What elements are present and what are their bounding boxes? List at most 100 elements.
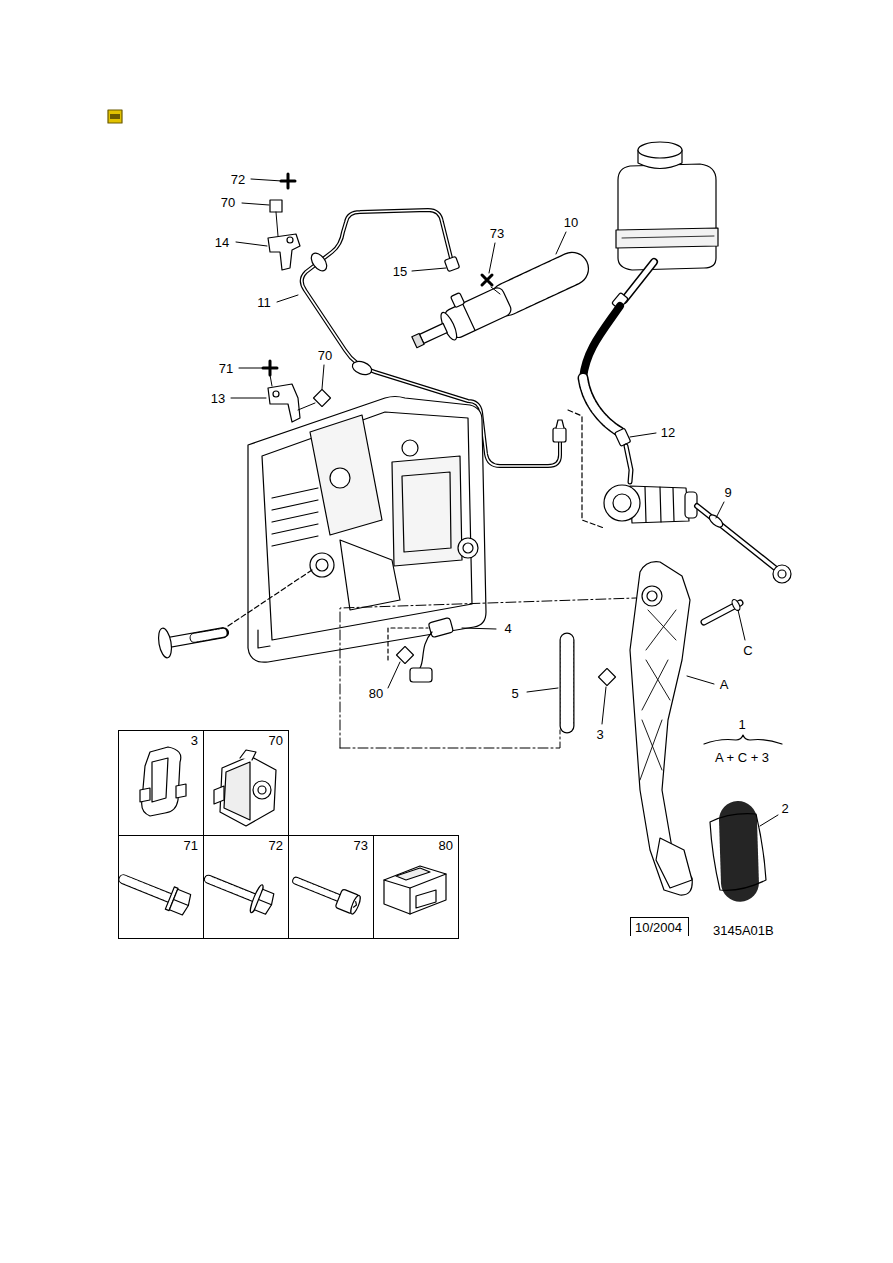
hydraulic-pipe <box>351 359 374 377</box>
callout-number: 1 <box>737 717 746 732</box>
clutch-pedal <box>630 562 692 895</box>
feed-hose <box>583 378 620 432</box>
feed-hose <box>626 446 631 482</box>
inset-bolt-72 <box>203 865 277 918</box>
master-cylinder <box>604 485 791 583</box>
pedal-box <box>248 397 486 663</box>
hydraulic-pipe <box>444 256 459 271</box>
master-cylinder <box>604 485 640 521</box>
leader-line <box>630 433 656 437</box>
pedal-box <box>402 440 418 456</box>
return-spring <box>560 640 575 726</box>
inset-cell: 71 <box>118 835 204 939</box>
callout-number: 72 <box>269 838 283 853</box>
inset-nut-clip-70 <box>214 786 224 804</box>
pedal-switch <box>428 617 453 637</box>
clip-symbol <box>397 647 414 664</box>
master-cylinder <box>645 487 646 522</box>
feed-hose <box>583 306 620 378</box>
inset-nut-clip-70 <box>240 750 256 760</box>
hydraulic-pipe <box>556 420 564 428</box>
brace <box>704 735 782 744</box>
inset-nut-clip-70 <box>220 756 276 826</box>
document-icon <box>110 114 120 119</box>
inset-bolt-71 <box>174 899 189 905</box>
callout-number: 5 <box>510 686 519 701</box>
pedal-box <box>402 472 451 552</box>
pedal-switch <box>388 617 453 682</box>
feed-hose <box>624 262 654 300</box>
fluid-reservoir <box>618 164 716 270</box>
return-spring <box>561 640 574 726</box>
callout-number: 4 <box>503 621 512 636</box>
fluid-reservoir <box>616 142 718 270</box>
pivot-bolt <box>166 628 225 648</box>
slave-cylinder <box>462 303 475 330</box>
fluid-reservoir <box>638 142 682 158</box>
fixing-symbol <box>263 361 277 375</box>
leader-line <box>602 687 606 724</box>
leader-line <box>251 179 282 181</box>
pivot-bolt <box>156 618 226 659</box>
pipe-bracket <box>268 234 300 270</box>
master-cylinder <box>773 565 791 583</box>
clutch-pedal <box>656 838 692 888</box>
inset-cell: 73 <box>288 835 374 939</box>
assembly-line <box>228 570 312 626</box>
callout-number: 73 <box>354 838 368 853</box>
pedal-switch <box>420 632 432 668</box>
leader-line <box>556 232 566 254</box>
feed-hose <box>615 428 631 446</box>
callout-number: 2 <box>780 801 789 816</box>
inset-clip-80 <box>396 868 430 880</box>
callout-number: 72 <box>230 172 246 187</box>
pedal-box <box>258 630 270 648</box>
inset-clip-80 <box>384 866 446 914</box>
inset-clip-80 <box>409 888 410 914</box>
leader-line <box>236 242 267 246</box>
pipe-bracket <box>268 234 300 422</box>
inset-bolt-72 <box>259 899 272 904</box>
fluid-reservoir <box>622 236 714 238</box>
leader-line <box>412 268 446 271</box>
callout-number: 70 <box>220 195 236 210</box>
callout-number: 80 <box>368 686 384 701</box>
inset-bolt-71 <box>169 889 192 915</box>
inset-nut-clip-70 <box>224 762 250 820</box>
callout-number: 73 <box>489 226 505 241</box>
inset-cell: 3 <box>118 730 204 836</box>
inset-nut-clip-70 <box>214 750 276 826</box>
pedal-switch <box>410 668 432 682</box>
pedal-box <box>340 540 400 610</box>
feed-hose <box>583 378 620 432</box>
inset-bolt-71 <box>123 879 171 898</box>
leader-line <box>716 502 724 518</box>
slave-cylinder <box>507 269 572 299</box>
leader-line <box>760 815 778 826</box>
leader-line <box>242 203 269 205</box>
pedal-pad <box>710 814 766 891</box>
leader-line <box>388 662 400 688</box>
leader-line <box>239 368 263 369</box>
pedal-pad <box>710 814 766 891</box>
return-spring <box>566 640 567 726</box>
callout-number: 10 <box>563 215 579 230</box>
inset-clip-3 <box>140 747 186 816</box>
clip-symbol <box>599 669 616 686</box>
pedal-box <box>310 415 382 535</box>
inset-cell: 72 <box>203 835 289 939</box>
master-cylinder <box>778 570 786 578</box>
inset-nut-clip-70 <box>258 786 266 794</box>
inset-cell: 70 <box>203 730 289 836</box>
clip-symbol <box>270 200 282 212</box>
inset-bolt-72 <box>254 889 275 915</box>
leader-line <box>270 375 272 386</box>
feed-hose <box>624 262 654 300</box>
leader-line <box>687 676 714 684</box>
callout-number: 14 <box>214 235 230 250</box>
date-text: 10/2004 <box>635 920 684 935</box>
clutch-pedal <box>640 610 676 780</box>
master-cylinder <box>697 506 775 568</box>
